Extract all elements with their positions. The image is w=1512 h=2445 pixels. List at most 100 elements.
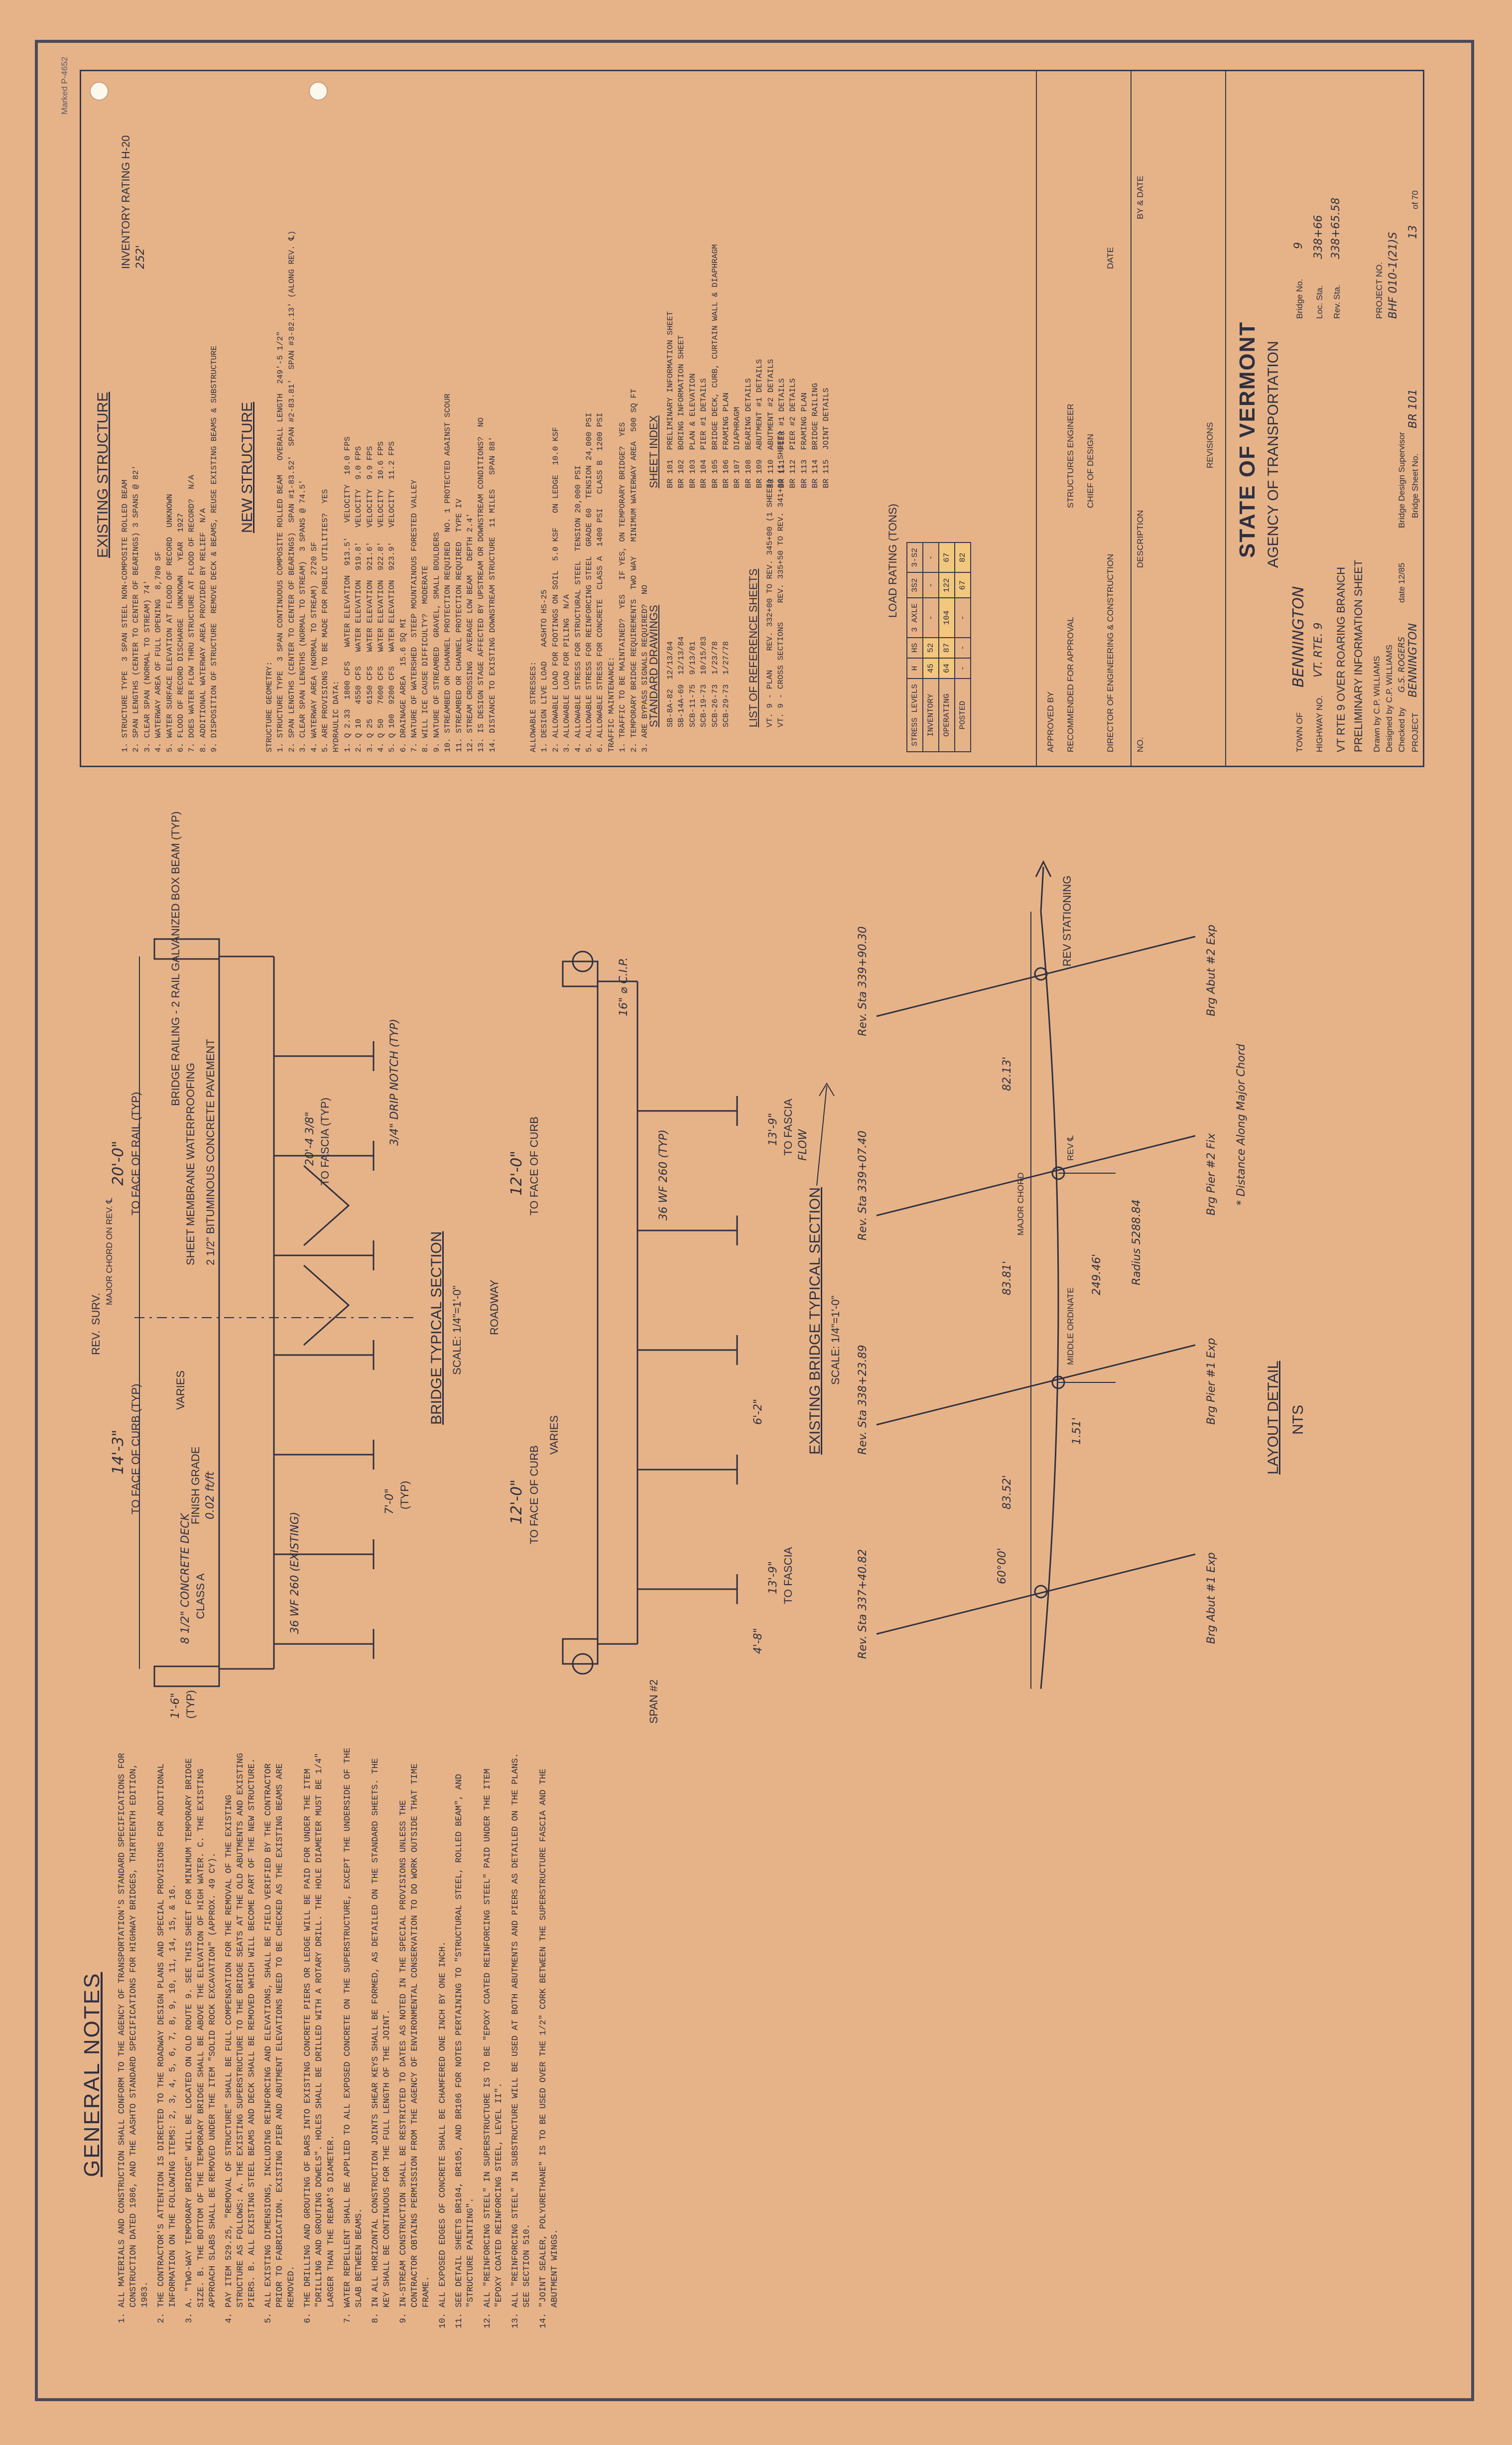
chief-design-label: CHIEF OF DESIGN [1086, 433, 1095, 508]
new-structure-line-2: 1. STRUCTURE TYPE 3 SPAN CONTINUOUS COMP… [276, 331, 285, 752]
rail-width-dim: 20'-0" [110, 1140, 127, 1186]
town-label: TOWN OF [1295, 712, 1304, 752]
face-of-rail-label: TO FACE OF RAIL (TYP) [129, 1091, 142, 1216]
load-rating-header-3: 3 AXLE [907, 598, 923, 638]
general-note-3: A. "TWO-WAY TEMPORARY BRIDGE" WILL BE LO… [184, 1744, 218, 2308]
reference-sheets-title: LIST OF REFERENCE SHEETS [747, 568, 759, 727]
project-no-label: PROJECT NO. [1375, 262, 1384, 319]
divider-approvals [1036, 70, 1037, 767]
existing-structure-line-7: 7. DOES WATER FLOW THRU STRUCTURE AT FLO… [187, 475, 197, 752]
rotated-drawing-content: GENERAL NOTES ALL MATERIALS AND CONSTRUC… [50, 45, 1459, 2386]
new-structure-title: NEW STRUCTURE [239, 402, 255, 533]
agency-title: STATE OF VERMONT [1235, 321, 1260, 558]
load-rating-cell: 104 [939, 598, 955, 638]
load-rating-cell: INVENTORY [923, 679, 939, 752]
varies-label: VARIES [174, 1370, 187, 1410]
general-note-13: ALL "REINFORCING STEEL" IN SUBSTRUCTURE … [510, 1744, 533, 2308]
sheet-border [35, 40, 1474, 2401]
existing-section-scale: SCALE: 1/4"=1'-0" [829, 1295, 842, 1385]
sheet-index-item-3: BR 103 PLAN & ELEVATION [688, 373, 697, 488]
stress-line-10: 2. TEMPORARY BRIDGE REQUIREMENTS TWO WAY… [629, 389, 638, 752]
membrane-label: SHEET MEMBRANE WATERPROOFING [184, 1063, 197, 1265]
existing-structure-line-1: 1. STRUCTURE TYPE 3 SPAN STEEL NON-COMPO… [121, 479, 129, 752]
checker-name: G.S. ROGERS [1397, 637, 1407, 692]
stress-line-3: 2. ALLOWABLE LOAD FOR FOOTINGS ON SOIL 5… [551, 427, 560, 752]
general-note-7: WATER REPELLENT SHALL BE APPLIED TO ALL … [342, 1744, 365, 2308]
load-rating-cell: - [955, 598, 971, 638]
stress-line-2: 1. DESIGN LIVE LOAD AASHTO HS-25 [540, 589, 549, 752]
rev-stationing-label: REV STATIONING [1061, 875, 1073, 966]
general-notes-title: GENERAL NOTES [80, 1972, 104, 2177]
sheet-index-item-5: BR 105 BRIDGE DECK, CURB, CURTAIN WALL &… [710, 244, 720, 488]
sheet-index-item-2: BR 102 BORING INFORMATION SHEET [677, 335, 686, 488]
sheet-index-item-12: BR 112 PIER #2 DETAILS [788, 378, 798, 488]
new-structure-line-10: 3. Q 25 6150 CFS WATER ELEVATION 921.6' … [365, 446, 375, 753]
load-rating-header-5: 3-S2 [907, 542, 923, 573]
rev-sta-3: Rev. Sta 339+07.40 [857, 1130, 869, 1240]
new-structure-line-15: 8. WILL ICE CAUSE DIFFICULTY? MODERATE [421, 565, 430, 752]
sheet-total: of 70 [1410, 190, 1420, 209]
new-structure-line-9: 2. Q 10 4550 CFS WATER ELEVATION 919.8' … [354, 446, 364, 753]
existing-length: 252' [134, 245, 147, 269]
stress-line-7: 6. ALLOWABLE STRESS FOR CONCRETE CLASS A… [596, 412, 605, 752]
bridge-typical-section-scale: SCALE: 1/4"=1'-0" [451, 1285, 463, 1375]
drawings-area: 14'-3" TO FACE OF CURB (TYP) 20'-0" TO F… [70, 812, 1444, 1734]
pier-2-label: Brg Pier #2 Fix [1205, 1133, 1218, 1216]
agency-subtitle: AGENCY OF TRANSPORTATION [1265, 341, 1281, 568]
stress-line-4: 3. ALLOWABLE LOAD FOR PILING N/A [562, 594, 572, 752]
new-structure-line-1: STRUCTURE GEOMETRY: [265, 661, 274, 752]
rev-sta-label: Rev. Sta. [1332, 284, 1342, 319]
edge-dim-typ: (TYP) [184, 1690, 197, 1719]
director-label: DIRECTOR OF ENGINEERING & CONSTRUCTION [1106, 553, 1115, 752]
rev-sta-4: Rev. Sta 339+90.30 [857, 926, 869, 1036]
general-notes-list: ALL MATERIALS AND CONSTRUCTION SHALL CON… [117, 1744, 561, 2331]
project-value: BENNINGTON [1407, 623, 1419, 697]
existing-structure-line-4: 4. WATERWAY AREA OF FULL OPENING 8,700 S… [154, 551, 163, 752]
standard-drawings-title: STANDARD DRAWINGS [647, 605, 660, 727]
highway-label: HIGHWAY NO. [1315, 695, 1324, 752]
drip-notch-label: 3/4" DRIP NOTCH (TYP) [388, 1019, 401, 1146]
town-value: BENNINGTON [1290, 586, 1307, 687]
designed-by: Designed by C.P. WILLIAMS [1385, 644, 1394, 752]
general-notes: GENERAL NOTES ALL MATERIALS AND CONSTRUC… [80, 1744, 566, 2331]
load-rating-cell: - [923, 572, 939, 598]
fascia-dim: 20'-4 3/8" [304, 1111, 316, 1166]
new-structure-line-4: 3. CLEAR SPAN LENGTHS (NORMAL TO STREAM)… [298, 479, 308, 752]
description-line-1: VT RTE 9 OVER ROARING BRANCH [1335, 566, 1347, 752]
inventory-rating: INVENTORY RATING H-20 [120, 135, 132, 269]
existing-right-curb-label: TO FACE OF CURB [528, 1116, 540, 1216]
recommended-label: RECOMMENDED FOR APPROVAL [1066, 617, 1075, 752]
sheet-index-item-7: BR 107 DIAPHRAGM [733, 407, 742, 488]
project-label: PROJECT [1410, 712, 1420, 752]
load-rating-cell: 67 [955, 572, 971, 598]
sheet-value: BR 101 [1407, 389, 1419, 428]
archive-stamp: Marked P-4652 [60, 56, 69, 115]
general-note-11: SEE DETAIL SHEETS BR104, BR105, AND BR10… [454, 1744, 477, 2308]
load-rating-cell: 87 [939, 637, 955, 658]
new-structure-line-21: 14. DISTANCE TO EXISTING DOWNSTREAM STRU… [488, 436, 497, 752]
finish-grade-label: FINISH GRADE [189, 1446, 202, 1524]
new-structure-line-8: 1. Q 2.33 1800 CFS WATER ELEVATION 913.5… [343, 436, 352, 752]
highway-value: VT. RTE. 9 [1312, 622, 1325, 678]
standard-drawing-2: SB-14A-69 12/13/84 [677, 636, 686, 727]
bridge-typical-section-drawing [134, 938, 418, 1687]
general-note-2: THE CONTRACTOR'S ATTENTION IS DIRECTED T… [156, 1744, 179, 2308]
class-a-label: CLASS A [194, 1573, 207, 1619]
general-note-6: THE DRILLING AND GROUTING OF BARS INTO E… [302, 1744, 337, 2308]
rev-sta-1: Rev. Sta 337+40.82 [857, 1549, 869, 1659]
beam-label: 36 WF 260 (EXISTING) [289, 1511, 301, 1634]
data-panel: EXISTING STRUCTURE INVENTORY RATING H-20… [80, 70, 1424, 767]
drawings-svg [134, 860, 1196, 1689]
bridge-no-value: 9 [1292, 242, 1305, 249]
load-rating-cell: 67 [939, 542, 955, 573]
load-rating-cell: POSTED [955, 679, 971, 752]
general-note-14: "JOINT SEALER, POLYURETHANE" IS TO BE US… [538, 1744, 561, 2308]
sheet-index-title: SHEET INDEX [647, 415, 660, 488]
rev-sta-value: 338+65.58 [1330, 197, 1342, 259]
binder-hole-bottom [309, 82, 328, 101]
